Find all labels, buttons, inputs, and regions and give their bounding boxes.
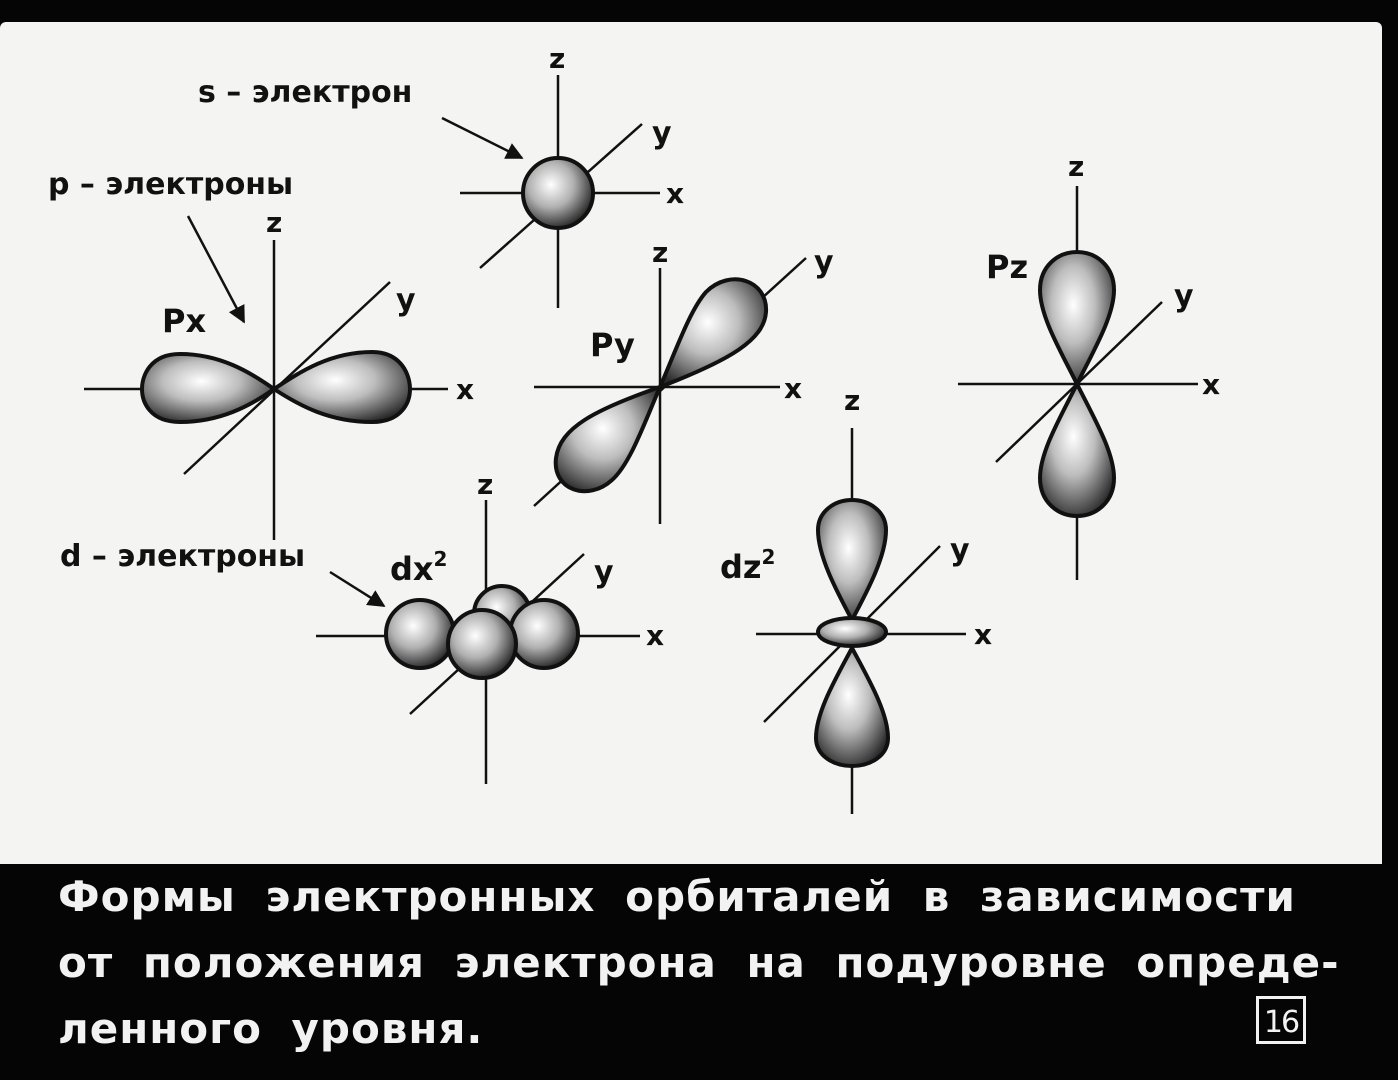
- px-label: Px: [162, 302, 206, 340]
- caption-line-2: от положения электрона на подуровне опре…: [58, 938, 1340, 987]
- pz-x-label: x: [1202, 368, 1220, 401]
- pz-lower-lobe: [1037, 379, 1117, 519]
- py-x-label: x: [784, 372, 802, 405]
- dx2-z-label: z: [477, 468, 493, 501]
- page-number: 16: [1256, 996, 1306, 1044]
- s-orbital-group: z x y s – электрон: [198, 42, 684, 308]
- dx2-y-label: y: [594, 555, 614, 590]
- s-electron-label: s – электрон: [198, 75, 412, 110]
- s-x-label: x: [666, 177, 684, 210]
- dz2-x-label: x: [974, 618, 992, 651]
- px-right-lobe: [270, 349, 413, 425]
- p-electrons-arrow: [186, 215, 246, 324]
- py-lower-lobe: [553, 383, 664, 494]
- p-electrons-label: p – электроны: [48, 167, 293, 202]
- s-orbital-sphere: [521, 156, 595, 230]
- s-y-label: y: [652, 116, 672, 151]
- diagram-panel: [0, 22, 1382, 864]
- pz-orbital-group: z x y Pz: [958, 150, 1220, 580]
- px-left-lobe: [139, 351, 278, 425]
- dx2-right-lobe: [508, 598, 580, 670]
- pz-z-label: z: [1068, 150, 1084, 183]
- py-label: Py: [590, 326, 635, 364]
- px-x-label: x: [456, 373, 474, 406]
- s-electron-arrow: [441, 116, 524, 160]
- dz2-orbital-group: z x y dz2: [720, 384, 992, 814]
- py-orbital-group: z x y Py: [533, 236, 834, 524]
- pz-label: Pz: [986, 248, 1028, 286]
- dx2-label: dx2: [390, 547, 447, 588]
- px-z-label: z: [266, 206, 282, 239]
- dz2-y-label: y: [950, 533, 970, 568]
- d-electrons-arrow: [329, 570, 386, 608]
- dx2-front-lobe: [446, 608, 518, 680]
- py-upper-lobe: [656, 277, 769, 391]
- pz-y-label: y: [1174, 279, 1194, 314]
- caption-line-1: Формы электронных орбиталей в зависимост…: [58, 872, 1296, 921]
- dx2-x-label: x: [646, 619, 664, 652]
- py-z-label: z: [652, 236, 668, 269]
- slide-caption: Формы электронных орбиталей в зависимост…: [58, 864, 1340, 1062]
- px-y-axis: [183, 281, 391, 475]
- dx2-left-lobe: [384, 598, 456, 670]
- dz2-upper-lobe: [815, 497, 889, 625]
- dz2-z-label: z: [844, 384, 860, 417]
- pz-upper-lobe: [1037, 249, 1117, 389]
- dx2-orbital-group: z x y dx2 d – электроны: [60, 468, 664, 784]
- py-y-label: y: [814, 245, 834, 280]
- s-z-label: z: [549, 42, 565, 75]
- px-y-label: y: [396, 283, 416, 318]
- d-electrons-label: d – электроны: [60, 539, 305, 574]
- dz2-ring: [816, 616, 888, 648]
- dz2-lower-lobe: [813, 643, 891, 769]
- px-orbital-group: z x y Px p – электроны: [48, 167, 474, 540]
- caption-line-3: ленного уровня.: [58, 1004, 484, 1053]
- dz2-label: dz2: [720, 545, 775, 586]
